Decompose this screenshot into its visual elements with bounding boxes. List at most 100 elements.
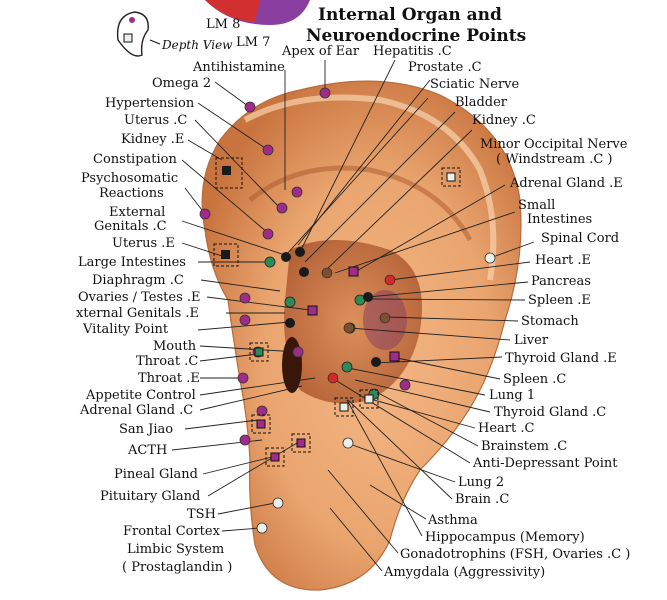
point-brainstem	[342, 437, 354, 449]
point-ovaries-testes	[239, 292, 251, 304]
leader	[347, 367, 486, 396]
label-prostaglandin: ( Prostaglandin )	[122, 560, 232, 575]
point-hypertension	[262, 144, 274, 156]
leader	[348, 327, 511, 341]
label-asthma: Asthma	[427, 513, 478, 528]
point-external-genitals-c	[199, 208, 211, 220]
label-vitality-point: Vitality Point	[82, 322, 169, 337]
leader	[206, 296, 311, 311]
leader	[346, 399, 423, 537]
label-acth: ACTH	[127, 443, 167, 458]
leader	[199, 385, 303, 411]
point-prostate	[281, 252, 291, 262]
label-kidney-c: Kidney .C	[472, 113, 536, 128]
label-hypertension: Hypertension	[105, 96, 195, 111]
leader	[200, 279, 281, 292]
inset-point	[129, 17, 135, 23]
leader	[304, 111, 456, 263]
label-apex-of-ear: Apex of Ear	[281, 44, 360, 59]
leader	[325, 129, 473, 271]
point-diaphragm	[284, 296, 296, 308]
leader	[181, 220, 286, 256]
label-bladder: Bladder	[455, 95, 508, 110]
point-pancreas	[363, 292, 373, 302]
inset-lm7: LM 7	[236, 35, 270, 50]
leader	[329, 507, 383, 572]
label-prostate-c: Prostate .C	[408, 60, 482, 75]
label-pineal-gland: Pineal Gland	[114, 467, 198, 482]
inset-leader	[149, 39, 161, 45]
inset-depth-view: Depth View	[161, 38, 233, 52]
leader	[285, 97, 429, 256]
point-vitality	[285, 318, 295, 328]
leader	[327, 469, 399, 554]
point-stomach-2	[379, 312, 391, 324]
leader	[199, 345, 299, 353]
points-black	[281, 247, 381, 367]
leader	[379, 393, 479, 447]
ear-canal	[282, 337, 302, 393]
dashed-box	[291, 433, 311, 453]
point-lung-1	[399, 379, 411, 391]
dashed-box	[441, 167, 461, 187]
title-line2: Neuroendocrine Points	[306, 26, 526, 46]
leader	[221, 527, 261, 532]
leader	[391, 356, 501, 380]
label-spleen-e: Spleen .E	[528, 293, 591, 308]
point-small-intestines	[348, 266, 359, 277]
leader	[202, 456, 273, 475]
point-anti-depressant	[339, 402, 349, 412]
point-throat-e	[237, 372, 249, 384]
label-small-intestines-2: Intestines	[527, 212, 592, 227]
label-pituitary-gland: Pituitary Gland	[100, 489, 200, 504]
label-liver: Liver	[514, 333, 549, 348]
leader	[217, 502, 276, 515]
leader	[197, 102, 269, 151]
label-adrenal-gland-c: Adrenal Gland .C	[79, 403, 193, 418]
label-limbic-system: Limbic System	[127, 542, 224, 557]
label-thyroid-gland-e: Thyroid Gland .E	[505, 351, 617, 366]
label-brainstem-c: Brainstem .C	[481, 439, 567, 454]
point-frontal-cortex	[272, 497, 284, 509]
label-uterus-c: Uterus .C	[124, 113, 187, 128]
inset-ear-outline	[116, 11, 149, 57]
leader	[354, 379, 491, 413]
label-sciatic-nerve: Sciatic Nerve	[430, 77, 520, 92]
label-minor-occipital-nerve: Minor Occipital Nerve	[480, 137, 628, 152]
label-psychosomatic-2: Reactions	[99, 186, 164, 201]
leader	[384, 316, 519, 322]
leader-lines	[171, 59, 535, 572]
label-adrenal-gland-e: Adrenal Gland .E	[509, 176, 623, 191]
point-bladder	[299, 267, 309, 277]
label-external-genitals-e: xternal Genitals .E	[76, 306, 199, 321]
label-omega-2: Omega 2	[152, 76, 211, 91]
point-thyroid-e-square	[389, 351, 400, 362]
leader	[331, 377, 471, 464]
point-uterus-c	[276, 202, 288, 214]
label-large-intestines: Large Intestines	[78, 255, 186, 270]
label-windstream: ( Windstream .C )	[496, 152, 613, 167]
inset-lm8: LM 8	[206, 17, 240, 32]
title-line1: Internal Organ and	[318, 5, 502, 25]
helix-highlight	[243, 94, 497, 281]
label-lung-1: Lung 1	[489, 388, 535, 403]
point-mouth	[292, 346, 304, 358]
point-minor-occipital	[446, 172, 456, 182]
leader	[184, 419, 259, 430]
point-thyroid-e	[371, 357, 381, 367]
dashed-box	[249, 342, 269, 362]
label-heart-e: Heart .E	[535, 253, 591, 268]
label-heart-c: Heart .C	[478, 421, 534, 436]
leader	[184, 187, 206, 215]
leader	[334, 211, 516, 274]
point-pineal-gland	[270, 452, 280, 462]
point-spleen-c	[341, 361, 353, 373]
label-psychosomatic-1: Psychosomatic	[81, 171, 178, 186]
leader	[214, 81, 249, 107]
leader	[362, 396, 476, 429]
label-mouth: Mouth	[153, 339, 197, 354]
dashed-box	[251, 414, 271, 434]
point-external-genitals-e	[239, 314, 251, 326]
